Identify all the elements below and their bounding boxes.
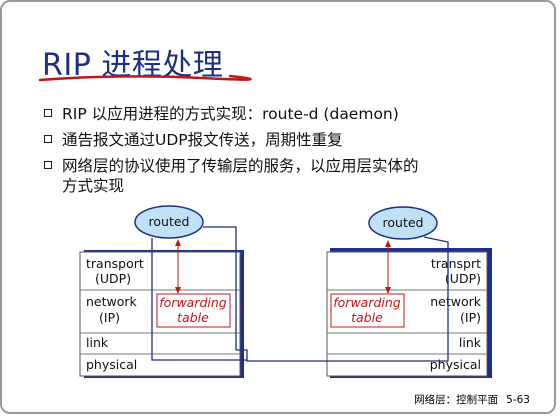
right-network-label: network [430, 294, 482, 309]
right-forwarding-table-box [330, 293, 405, 328]
right-udp-label: (UDP) [445, 271, 481, 286]
left-network-label: network [86, 294, 138, 309]
left-routed-cloud [134, 205, 204, 239]
bullet-text-continued: 方式实现 [62, 177, 125, 195]
checkbox-bullet-icon [44, 135, 52, 143]
right-link-label: link [459, 335, 482, 350]
left-down-arrowhead-icon [175, 287, 181, 294]
checkbox-bullet-icon [44, 161, 52, 169]
bullet-item: 通告报文通过UDP报文传送，周期性重复 [42, 130, 542, 150]
left-forwarding-table-box [156, 293, 231, 328]
right-routed-label: routed [383, 215, 424, 230]
left-forwarding-label: forwarding [159, 295, 227, 310]
bullet-item: 网络层的协议使用了传输层的服务，以应用层实体的 方式实现 [42, 156, 542, 196]
left-table-label: table [177, 310, 209, 325]
rip-message-path-left-drop [151, 238, 247, 361]
right-down-arrowhead-icon [385, 287, 391, 294]
page-number: 5-63 [506, 394, 530, 406]
right-ip-label: (IP) [460, 310, 481, 325]
left-up-arrowhead-icon [175, 239, 181, 246]
left-router-stack: transport (UDP) network (IP) link physic… [79, 205, 244, 378]
slide-footer: 网络层：控制平面 5-63 [2, 392, 530, 407]
right-transport-label: transprt [431, 256, 481, 271]
bullet-text: RIP 以应用进程的方式实现：route-d (daemon) [62, 105, 399, 123]
right-up-arrowhead-icon [385, 240, 391, 247]
left-routed-label: routed [149, 214, 190, 229]
right-router-stack: transprt (UDP) network (IP) link physica… [326, 206, 492, 378]
right-physical-label: physical [430, 357, 481, 372]
rip-message-path [203, 226, 449, 362]
right-table-label: table [351, 310, 383, 325]
left-ip-label: (IP) [99, 310, 120, 325]
bullet-text: 通告报文通过UDP报文传送，周期性重复 [62, 131, 343, 149]
footer-text: 网络层：控制平面 [414, 394, 499, 406]
left-link-label: link [86, 335, 109, 350]
bullet-item: RIP 以应用进程的方式实现：route-d (daemon) [42, 104, 542, 124]
title-underline [38, 74, 252, 82]
bullet-list: RIP 以应用进程的方式实现：route-d (daemon) 通告报文通过UD… [42, 104, 542, 202]
right-forwarding-label: forwarding [333, 295, 401, 310]
left-physical-label: physical [86, 357, 137, 372]
checkbox-bullet-icon [44, 109, 52, 117]
bullet-text: 网络层的协议使用了传输层的服务，以应用层实体的 [62, 157, 419, 175]
right-routed-cloud [368, 206, 438, 240]
left-udp-label: (UDP) [95, 271, 131, 286]
left-transport-label: transport [86, 256, 144, 271]
